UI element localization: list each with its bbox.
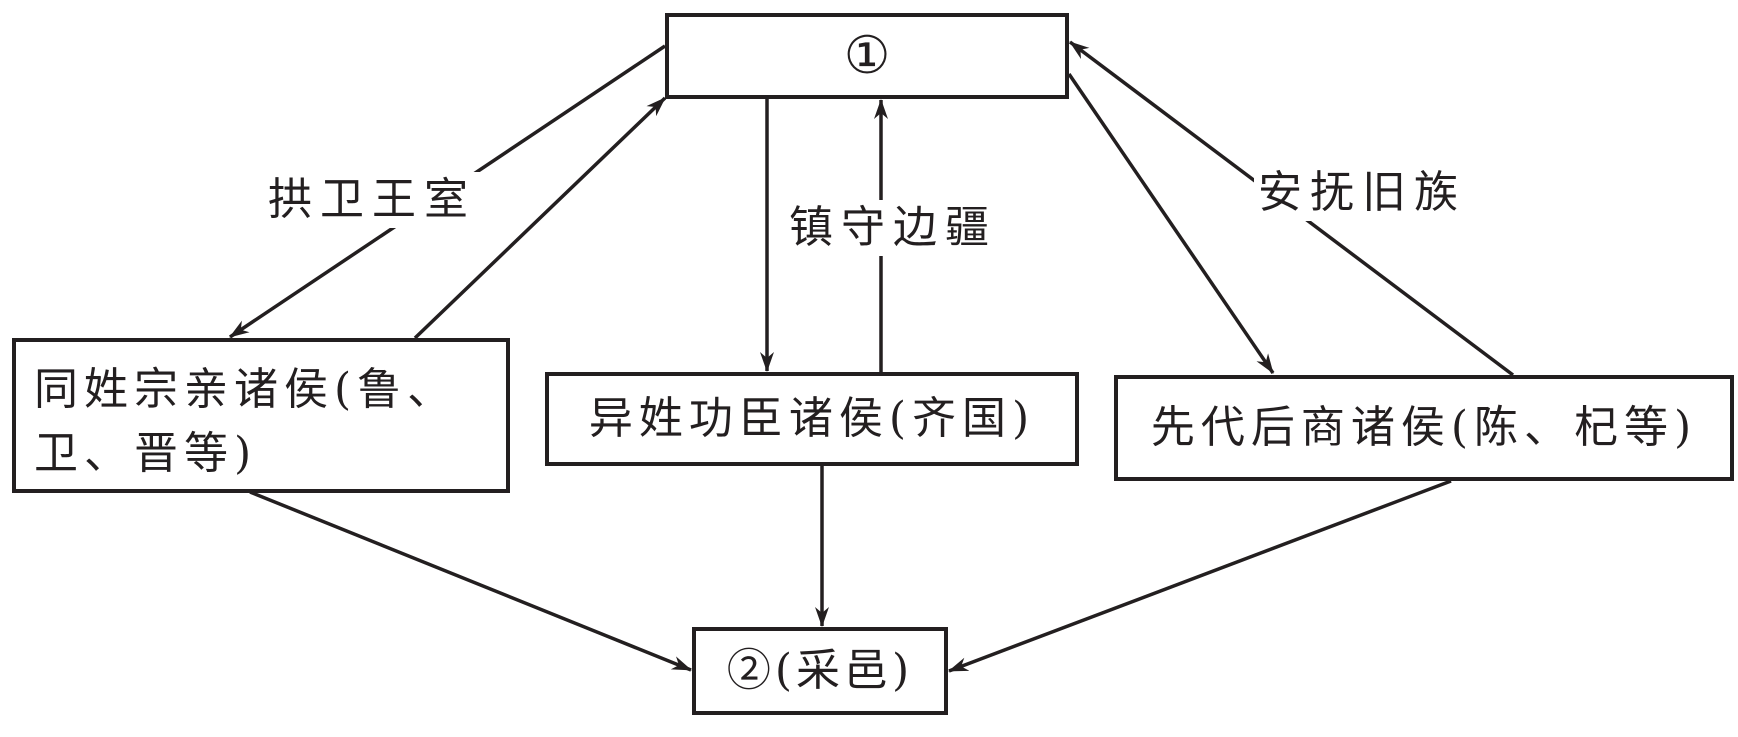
edge-ancient-to-fief — [948, 479, 1452, 673]
node-meritorious-lords: 异姓功臣诸侯(齐国) — [545, 372, 1079, 466]
edge-label-guard-frontier: 镇守边疆 — [785, 200, 1001, 256]
node-king-label: ① — [843, 26, 891, 86]
edge-king-to-ancient — [1067, 73, 1275, 374]
edge-label-guard-royal-house: 拱卫王室 — [264, 172, 480, 228]
edge-same-surname-to-fief — [249, 490, 692, 672]
node-king: ① — [665, 13, 1069, 99]
edge-label-pacify-old-clans: 安抚旧族 — [1254, 165, 1470, 221]
node-ancient-dynasty-lords: 先代后商诸侯(陈、杞等) — [1114, 375, 1734, 481]
node-same-surname-lords-label: 同姓宗亲诸侯(鲁、卫、晋等) — [34, 358, 504, 486]
edge-same-surname-to-king — [413, 96, 667, 340]
node-fief-label: ②(采邑) — [726, 645, 914, 696]
node-same-surname-line2: 卫、晋等) — [34, 428, 258, 479]
node-same-surname-line1: 同姓宗亲诸侯(鲁、 — [34, 364, 458, 415]
node-meritorious-lords-label: 异姓功臣诸侯(齐国) — [588, 393, 1036, 444]
node-ancient-dynasty-lords-label: 先代后商诸侯(陈、杞等) — [1150, 402, 1698, 453]
node-same-surname-lords: 同姓宗亲诸侯(鲁、卫、晋等) — [12, 338, 510, 493]
node-fief: ②(采邑) — [692, 627, 948, 715]
